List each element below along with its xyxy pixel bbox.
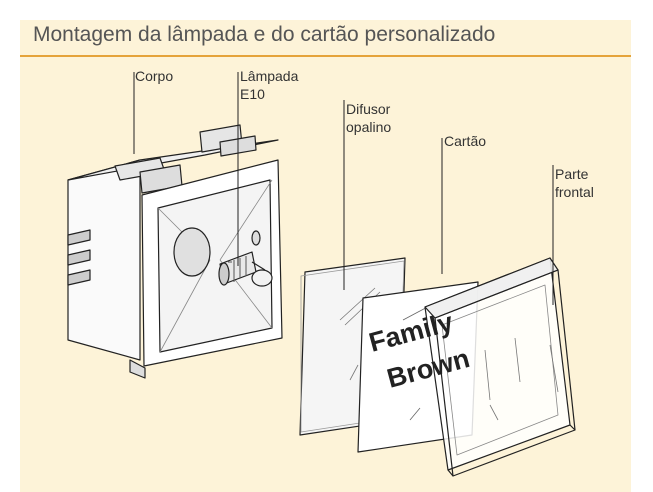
label-lampada: Lâmpada E10 xyxy=(240,68,299,102)
body-module xyxy=(67,124,283,379)
label-cartao: Cartão xyxy=(444,133,487,149)
exploded-view-illustration: Family Brown xyxy=(67,72,576,477)
lamp-e10 xyxy=(218,251,273,287)
diagram-panel: Montagem da lâmpada e do cartão personal… xyxy=(20,20,631,492)
label-difusor: Difusor opalino xyxy=(346,101,392,135)
label-corpo: Corpo xyxy=(135,68,174,84)
front-cover xyxy=(424,257,576,477)
title-rule xyxy=(20,55,631,57)
label-parte-frontal: Parte frontal xyxy=(555,166,594,200)
diagram-title: Montagem da lâmpada e do cartão personal… xyxy=(33,23,496,46)
